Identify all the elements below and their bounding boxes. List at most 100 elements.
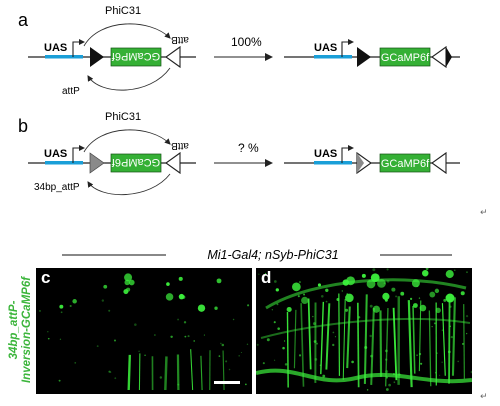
fluorescence-mark xyxy=(180,297,182,299)
fluorescence-mark xyxy=(320,294,324,298)
fluorescence-mark xyxy=(416,285,419,288)
fluorescence-mark xyxy=(170,335,173,339)
fluorescence-mark xyxy=(388,383,391,387)
fluorescence-mark xyxy=(214,306,218,310)
fluorescence-mark xyxy=(286,312,289,388)
fluorescence-mark xyxy=(385,358,388,361)
fluorescence-mark xyxy=(422,269,429,277)
fluorescence-mark xyxy=(382,292,390,301)
panel-b-letter: b xyxy=(18,116,28,136)
fluorescence-mark xyxy=(407,300,413,388)
fluorescence-mark xyxy=(286,306,292,313)
fluorescence-mark xyxy=(435,352,438,355)
panel-a-product-attl-site xyxy=(357,47,371,67)
genotype-label: Mi1-Gal4; nSyb-PhiC31 xyxy=(207,248,338,262)
paragraph-mark: ↵ xyxy=(480,208,488,218)
fluorescence-mark xyxy=(39,310,41,312)
fluorescence-mark xyxy=(183,321,187,324)
fluorescence-mark xyxy=(264,272,267,275)
fluorescence-mark xyxy=(298,354,302,357)
micrograph-c-image xyxy=(39,273,250,391)
fluorescence-mark xyxy=(395,373,397,375)
fluorescence-mark xyxy=(266,338,270,342)
fluorescence-mark xyxy=(416,354,418,356)
fluorescence-mark xyxy=(177,318,180,321)
panel-b-substrate: UAS GCaMP6f attB 34bp_attP PhiC31 xyxy=(28,111,196,196)
fluorescence-mark xyxy=(154,334,156,336)
fluorescence-mark xyxy=(435,307,441,314)
fluorescence-mark xyxy=(220,342,222,345)
panel-b-uas-label: UAS xyxy=(44,148,67,160)
fluorescence-mark xyxy=(384,298,388,302)
micrograph-d-letter: d xyxy=(261,268,272,287)
fluorescence-mark xyxy=(398,373,401,376)
fluorescence-mark xyxy=(178,276,183,281)
fluorescence-mark xyxy=(445,293,455,303)
side-label-line2: Inversion-GCaMP6f xyxy=(21,276,33,383)
fluorescence-mark xyxy=(466,332,468,335)
fluorescence-mark xyxy=(391,287,396,292)
fluorescence-mark xyxy=(470,370,472,374)
panel-b-attp-label: 34bp_attP xyxy=(34,182,80,193)
fluorescence-mark xyxy=(303,293,306,296)
panel-b-product-uas-bar xyxy=(314,161,352,165)
fluorescence-mark xyxy=(409,297,413,300)
fluorescence-mark xyxy=(74,361,77,364)
fluorescence-mark xyxy=(293,309,297,369)
fluorescence-mark xyxy=(465,315,469,318)
fluorescence-mark xyxy=(284,363,288,366)
fluorescence-mark xyxy=(184,335,187,338)
fluorescence-mark xyxy=(460,291,465,296)
fluorescence-mark xyxy=(114,377,117,380)
panel-b-phic31-arc-bottom xyxy=(87,173,171,196)
panel-a-product-gcamp-label: GCaMP6f xyxy=(381,52,430,64)
fluorescence-mark xyxy=(351,360,354,364)
panel-a-gcamp-flipped-box xyxy=(110,47,162,67)
fluorescence-mark xyxy=(342,279,350,286)
fluorescence-mark xyxy=(386,268,389,271)
panel-b-product-gcamp-label: GCaMP6f xyxy=(381,158,430,170)
fluorescence-mark xyxy=(400,291,405,296)
fluorescence-mark xyxy=(232,318,235,321)
fluorescence-mark xyxy=(434,371,437,374)
fluorescence-mark xyxy=(262,362,265,365)
fluorescence-mark xyxy=(178,293,185,300)
fluorescence-mark xyxy=(108,370,111,373)
fluorescence-mark xyxy=(425,268,429,271)
panel-a-uas-bar xyxy=(45,55,83,59)
fluorescence-mark xyxy=(96,345,99,348)
fluorescence-mark xyxy=(47,337,50,340)
fluorescence-mark xyxy=(273,359,276,361)
fluorescence-mark xyxy=(190,349,194,391)
fluorescence-mark xyxy=(325,300,328,303)
panel-a-attb-label: attB xyxy=(171,34,189,45)
fluorescence-mark xyxy=(113,339,117,342)
fluorescence-mark xyxy=(363,294,368,384)
fluorescence-mark xyxy=(298,281,301,284)
panel-a-gcamp-flipped-label: GCaMP6f xyxy=(111,50,160,62)
fluorescence-mark xyxy=(225,360,228,363)
fluorescence-mark xyxy=(165,293,174,301)
fluorescence-mark xyxy=(258,273,260,275)
paragraph-mark: ↵ xyxy=(480,392,488,402)
fluorescence-mark xyxy=(312,315,314,318)
panel-b-34bp-attp-site xyxy=(89,152,105,174)
panel-b-product-uas-label: UAS xyxy=(314,148,337,160)
fluorescence-mark xyxy=(314,358,318,361)
fluorescence-mark xyxy=(164,356,168,391)
fluorescence-mark xyxy=(383,282,386,284)
panel-a-efficiency: 100% xyxy=(231,35,262,49)
panel-b-efficiency: ? % xyxy=(238,141,259,155)
panel-a-uas-label: UAS xyxy=(44,42,67,54)
fluorescence-mark xyxy=(291,282,301,292)
fluorescence-mark xyxy=(451,297,456,376)
fluorescence-mark xyxy=(361,273,366,278)
fluorescence-mark xyxy=(441,329,444,332)
fluorescence-mark xyxy=(319,364,321,366)
panel-b-gcamp-flipped-label: GCaMP6f xyxy=(111,156,160,168)
fluorescence-mark xyxy=(316,342,318,345)
fluorescence-mark xyxy=(346,306,351,369)
fluorescence-mark xyxy=(372,268,376,272)
fluorescence-mark xyxy=(265,278,467,310)
